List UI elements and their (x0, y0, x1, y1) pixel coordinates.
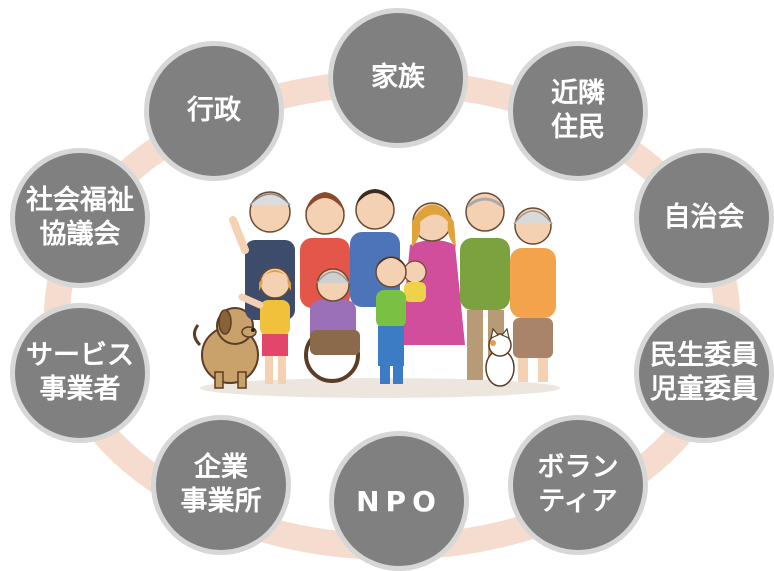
node-government[interactable]: 行政 (144, 41, 284, 181)
node-social-welfare-council-label: 社会福祉 協議会 (26, 185, 134, 250)
node-welfare-commissioners[interactable]: 民生委員 児童委員 (634, 303, 774, 443)
node-volunteers[interactable]: ボラン ティア (508, 415, 648, 555)
node-companies[interactable]: 企業 事業所 (151, 415, 291, 555)
woman-with-baby-figure (400, 202, 465, 345)
wheelchair-user-figure (304, 268, 360, 383)
boy-figure (375, 256, 407, 384)
node-companies-label: 企業 事業所 (180, 452, 262, 517)
node-npo[interactable]: NPO (329, 431, 469, 571)
dog-icon (193, 307, 259, 389)
node-social-welfare-council[interactable]: 社会福祉 協議会 (10, 148, 150, 288)
node-welfare-commissioners-label: 民生委員 児童委員 (650, 340, 758, 405)
node-family-label: 家族 (371, 62, 425, 94)
node-neighbors[interactable]: 近隣 住民 (508, 41, 648, 181)
node-neighborhood-association-label: 自治会 (663, 202, 745, 234)
node-neighborhood-association[interactable]: 自治会 (634, 148, 774, 288)
girl-figure (238, 267, 291, 384)
node-service-providers[interactable]: サービス 事業者 (10, 303, 150, 443)
node-npo-label: NPO (356, 484, 442, 518)
node-government-label: 行政 (187, 95, 241, 127)
node-neighbors-label: 近隣 住民 (551, 78, 605, 143)
node-volunteers-label: ボラン ティア (537, 452, 619, 517)
node-service-providers-label: サービス 事業者 (26, 340, 134, 405)
father-figure (350, 189, 400, 307)
elderly-woman-figure (510, 207, 556, 382)
family-illustration (193, 189, 560, 398)
cat-icon (485, 327, 515, 387)
node-family[interactable]: 家族 (328, 8, 468, 148)
